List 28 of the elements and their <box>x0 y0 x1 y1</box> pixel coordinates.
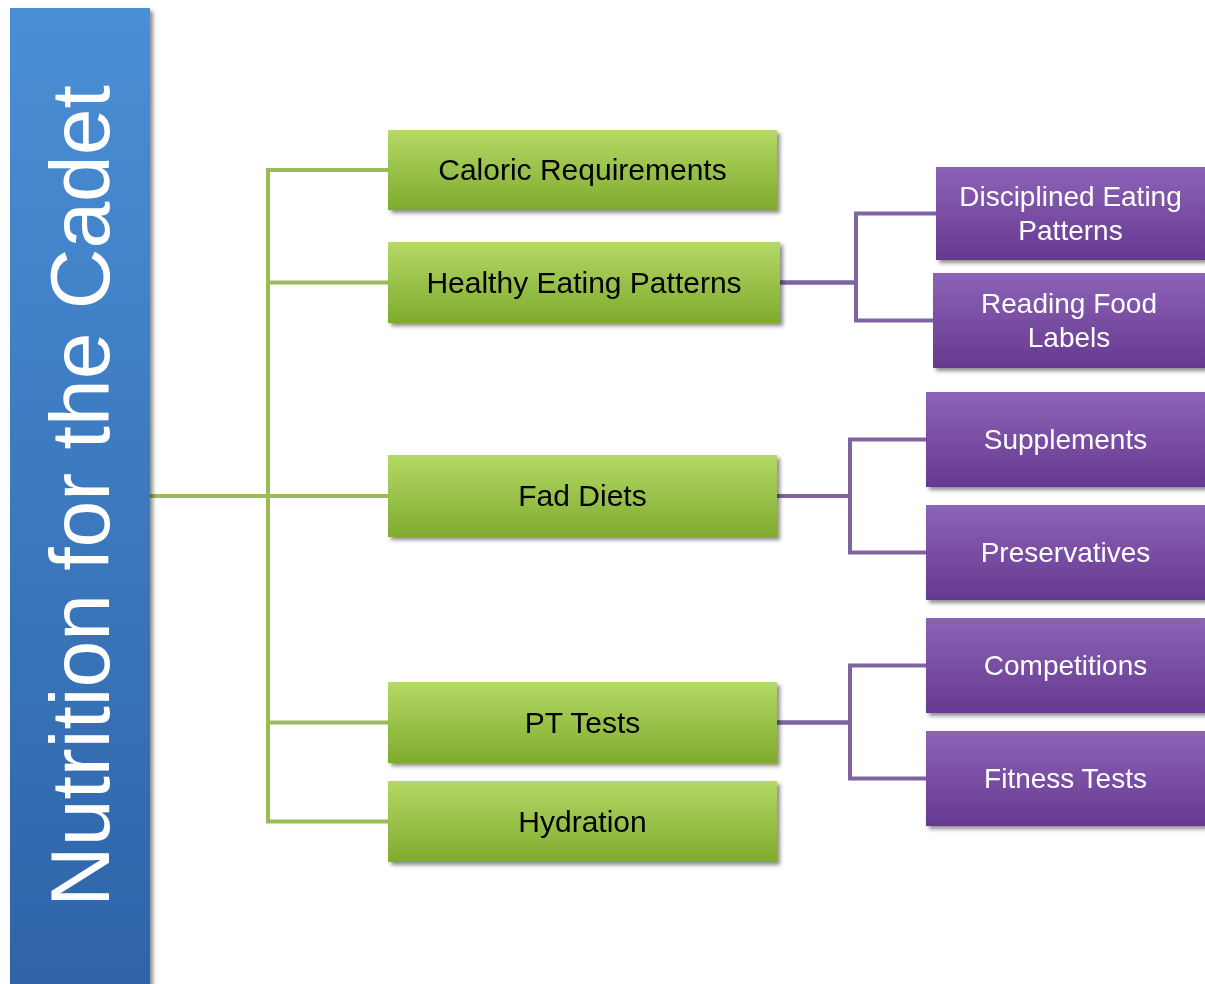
topic-label: Disciplined Eating Patterns <box>958 179 1183 248</box>
connector-line <box>777 720 926 781</box>
topic-box <box>388 781 777 862</box>
title-bar <box>10 8 150 984</box>
topic-label: Caloric Requirements <box>437 152 728 188</box>
connector-line <box>150 494 388 824</box>
topic-box <box>388 455 777 537</box>
topic-box <box>388 682 777 763</box>
topic-box <box>933 273 1205 368</box>
topic-label: Reading Food Labels <box>980 286 1158 355</box>
topic-label: Competitions <box>982 648 1149 683</box>
connector-line <box>780 280 933 323</box>
title-text: Nutrition for the Cadet <box>38 85 122 907</box>
topic-label: Fad Diets <box>517 478 648 514</box>
topic-box <box>926 505 1205 600</box>
topic-box <box>388 130 777 210</box>
topic-label: Healthy Eating Patterns <box>425 264 743 301</box>
topic-box <box>926 392 1205 487</box>
topic-box <box>388 242 780 323</box>
topic-label: Supplements <box>982 422 1149 457</box>
topic-label: Fitness Tests <box>983 761 1148 796</box>
topic-box <box>936 167 1205 260</box>
topic-box <box>926 618 1205 713</box>
topic-label: Preservatives <box>979 535 1152 570</box>
topic-label: PT Tests <box>523 704 642 741</box>
connector-line <box>777 494 926 555</box>
topic-label: Hydration <box>517 803 648 840</box>
topic-box <box>926 731 1205 826</box>
